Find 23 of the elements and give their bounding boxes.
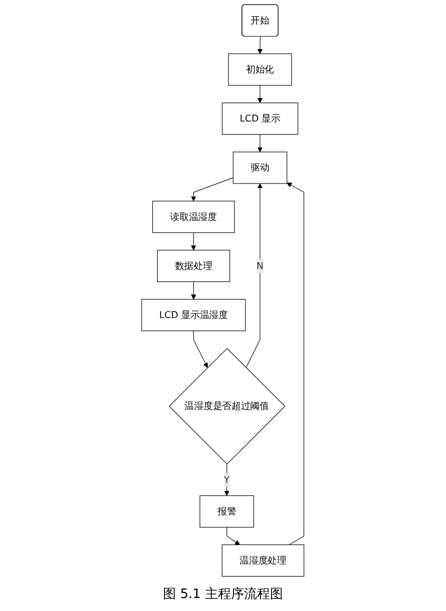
node-box: 读取温湿度 [152, 200, 235, 233]
node-box: 报警 [200, 495, 254, 528]
arrow [226, 526, 240, 545]
figure-caption: 图 5.1 主程序流程图 [163, 586, 283, 604]
arrow [191, 177, 234, 202]
node-box: 初始化 [228, 53, 292, 86]
arrow [258, 85, 263, 104]
arrow [191, 232, 196, 250]
node-box: 驱动 [233, 152, 288, 184]
arrow [191, 281, 196, 300]
node-box: LCD 显示 [222, 102, 298, 135]
node-diamond: 温湿度是否超过阈值 [169, 348, 286, 465]
arrow [286, 182, 304, 546]
arrow [193, 330, 208, 368]
arrow [258, 36, 263, 54]
node-box: LCD 显示温湿度 [142, 298, 246, 332]
edge-label: N [256, 260, 264, 272]
arrow [246, 183, 263, 368]
arrow [258, 134, 263, 152]
arrow [224, 464, 230, 496]
node-box: 温湿度处理 [222, 544, 304, 577]
edge-label: Y [224, 474, 230, 486]
node-box: 数据处理 [157, 250, 230, 282]
